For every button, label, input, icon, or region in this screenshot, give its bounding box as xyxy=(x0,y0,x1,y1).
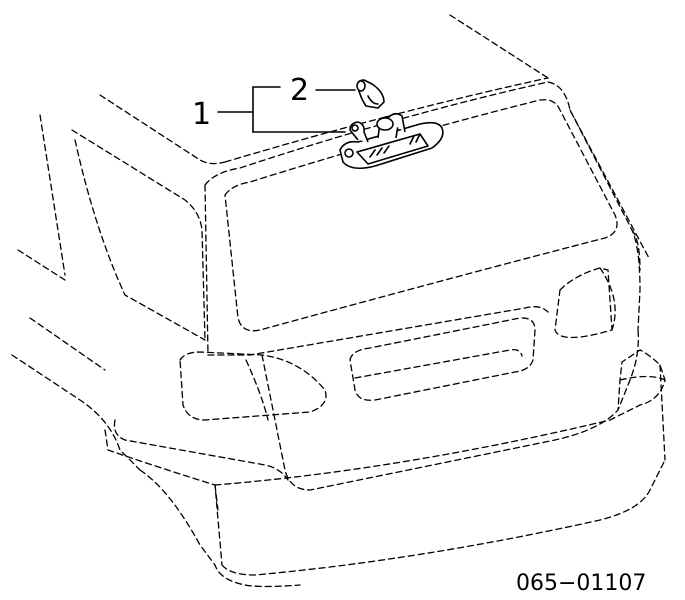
callout-leaders xyxy=(217,86,356,133)
diagram-code: 065−01107 xyxy=(516,571,646,596)
rear-washer-nozzle-assembly-icon xyxy=(339,112,444,170)
callout-2-label: 2 xyxy=(290,73,309,108)
vehicle-rear-outline xyxy=(11,14,666,588)
washer-nozzle-head-icon xyxy=(356,79,385,109)
callout-1-label: 1 xyxy=(192,97,211,132)
